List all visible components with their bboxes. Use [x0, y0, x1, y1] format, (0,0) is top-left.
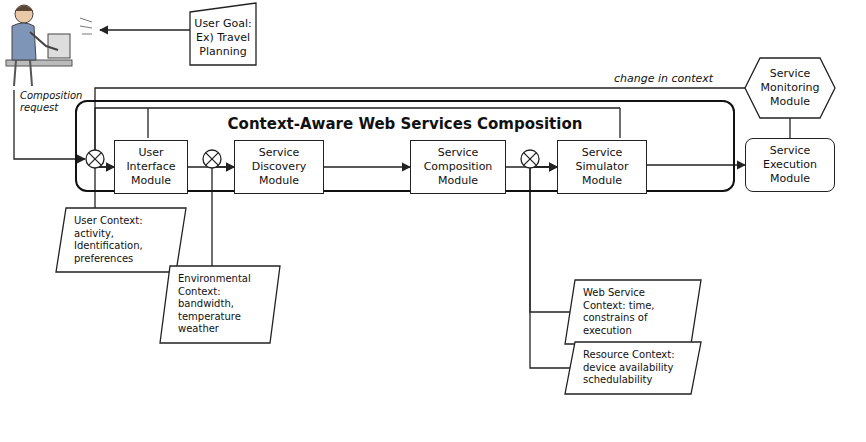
- node-text: Web Service Context: time, constrains of…: [583, 287, 687, 337]
- feedback-drop: [619, 108, 620, 138]
- user-figure: [6, 5, 92, 86]
- process-box: Service Discovery Module: [234, 140, 324, 194]
- feedback-drop: [147, 108, 148, 138]
- node-text: Service Execution Module: [751, 144, 829, 185]
- process-box: Service Simulator Module: [557, 140, 647, 194]
- node-text: User Context: activity, Identification, …: [74, 215, 172, 265]
- node-text: Service Discovery Module: [240, 146, 318, 187]
- node-text: User Interface Module: [120, 146, 182, 187]
- connector: [789, 118, 790, 138]
- context-box: Web Service Context: time, constrains of…: [565, 280, 701, 344]
- node-text: Service Simulator Module: [563, 146, 641, 187]
- node-text: Service Composition Module: [416, 146, 500, 187]
- goal-arrow: [100, 29, 190, 30]
- monitor-hexagon: Service Monitoring Module: [745, 58, 835, 118]
- connector: [212, 167, 234, 266]
- process-box: Service Execution Module: [745, 138, 835, 192]
- node-text: Resource Context: device availability sc…: [583, 349, 687, 387]
- node-text: Service Monitoring Module: [761, 67, 820, 108]
- process-box: Service Composition Module: [410, 140, 506, 194]
- connector: [530, 167, 570, 368]
- context-box: User Context: activity, Identification, …: [56, 208, 186, 272]
- node-text: User Goal: Ex) Travel Planning: [194, 17, 252, 58]
- note-label: Composition request: [20, 90, 82, 113]
- system-boundary: Context-Aware Web Services CompositionUs…: [75, 100, 735, 192]
- node-text: Environmental Context: bandwidth, temper…: [178, 273, 266, 336]
- edge-label: change in context: [612, 72, 715, 85]
- connector: [647, 164, 745, 165]
- goal-note: User Goal: Ex) Travel Planning: [190, 3, 256, 65]
- connector: [324, 166, 410, 167]
- context-box: Resource Context: device availability sc…: [565, 342, 701, 394]
- connector: [95, 167, 114, 208]
- container-title: Context-Aware Web Services Composition: [77, 115, 733, 133]
- process-box: User Interface Module: [114, 140, 188, 194]
- context-box: Environmental Context: bandwidth, temper…: [160, 266, 280, 343]
